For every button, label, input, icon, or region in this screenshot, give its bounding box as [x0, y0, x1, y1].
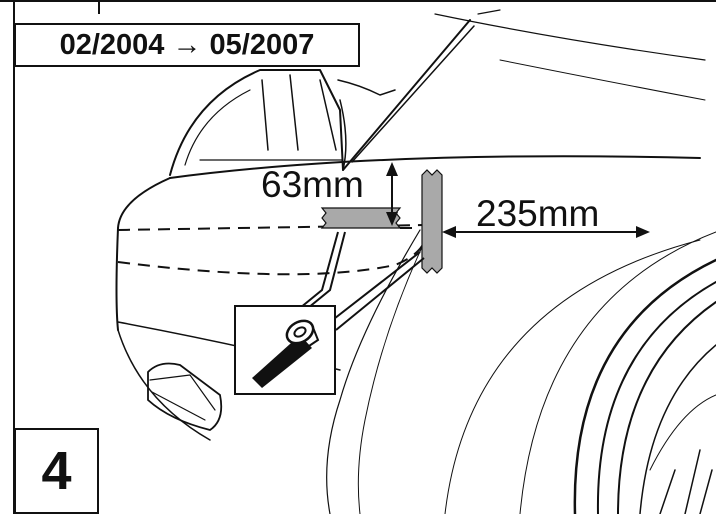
tape-roll-inset [234, 305, 336, 395]
date-range-label: 02/2004 → 05/2007 [14, 23, 360, 67]
dimension-label-vertical: 63mm [261, 164, 364, 205]
dimension-label-horizontal: 235mm [476, 193, 600, 234]
tape-strip-vertical [421, 169, 443, 274]
dimension-arrow-horizontal [442, 226, 650, 238]
dashed-guide-lines [117, 224, 426, 276]
car-body-outline [115, 9, 716, 514]
callout-lines [299, 231, 425, 331]
dimension-arrow-vertical [386, 162, 412, 229]
tape-roll-icon [252, 319, 320, 388]
tape-strip-horizontal [320, 207, 402, 229]
step-number-badge: 4 [14, 428, 99, 514]
